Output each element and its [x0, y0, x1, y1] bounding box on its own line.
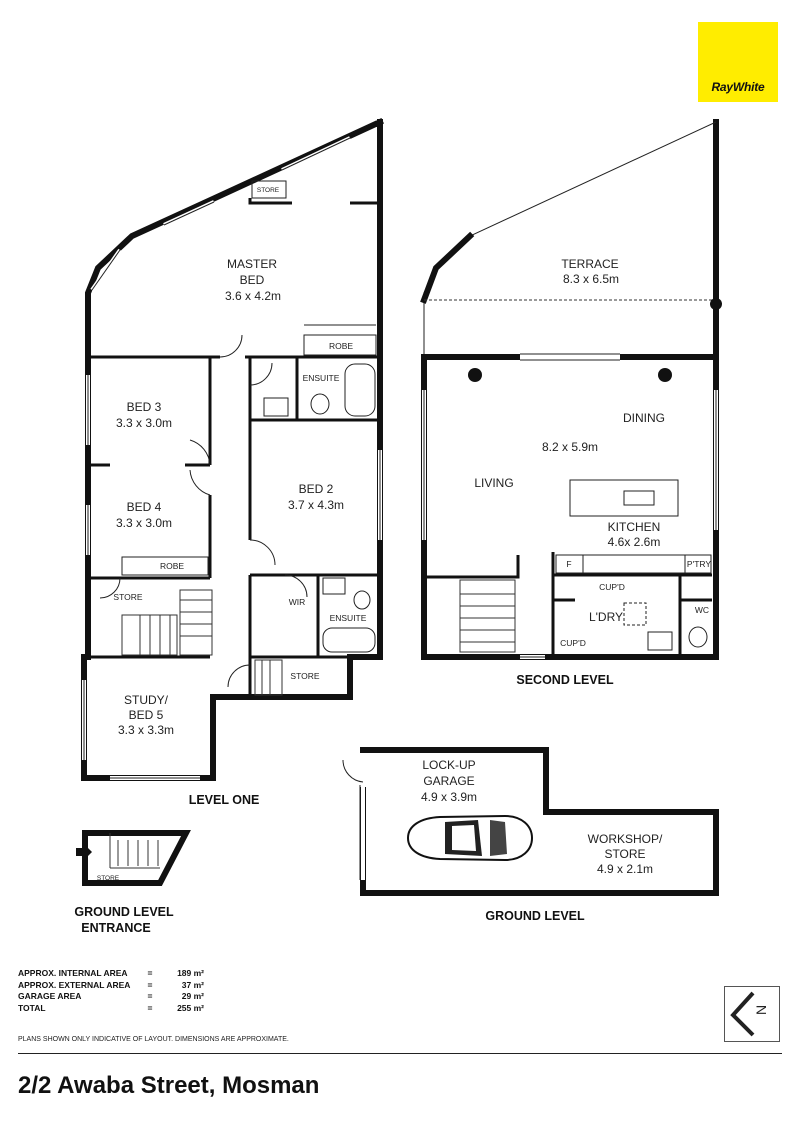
area-row: APPROX. EXTERNAL AREA = 37 m²: [18, 980, 204, 992]
area-eq: =: [147, 968, 153, 978]
ensuite-top-label: ENSUITE: [303, 373, 340, 383]
study-label: STUDY/: [124, 693, 169, 707]
wc-label: WC: [695, 605, 709, 615]
garage-label: LOCK-UP: [422, 758, 475, 772]
area-label: APPROX. INTERNAL AREA: [18, 968, 128, 978]
bed3-label: BED 3: [127, 400, 162, 414]
workshop-label: WORKSHOP/: [588, 832, 663, 846]
area-label: TOTAL: [18, 1002, 46, 1013]
garage-dim: 4.9 x 3.9m: [421, 790, 477, 804]
divider: [18, 1053, 782, 1054]
area-eq: =: [147, 1002, 153, 1013]
area-eq: =: [147, 991, 153, 1001]
area-row: APPROX. INTERNAL AREA = 189 m²: [18, 968, 204, 980]
ground-level-plan: [342, 747, 719, 896]
study-dim: 3.3 x 3.3m: [118, 723, 174, 737]
study-label-2: BED 5: [129, 708, 164, 722]
level-one-plan: [81, 118, 384, 781]
ground-level-title: GROUND LEVEL: [485, 909, 585, 923]
area-row: GARAGE AREA = 29 m²: [18, 991, 204, 1003]
workshop-dim: 4.9 x 2.1m: [597, 862, 653, 876]
area-value: 189 m²: [177, 968, 204, 978]
floor-plan: MASTER BED 3.6 x 4.2m STORE ROBE ENSUITE…: [74, 118, 722, 935]
disclaimer: PLANS SHOWN ONLY INDICATIVE OF LAYOUT. D…: [18, 1036, 289, 1043]
dining-label: DINING: [623, 411, 665, 425]
area-summary: APPROX. INTERNAL AREA = 189 m² APPROX. E…: [18, 968, 204, 1014]
cupd2-label: CUP'D: [560, 638, 586, 648]
second-level-title: SECOND LEVEL: [516, 673, 614, 687]
master-bed-dim: 3.6 x 4.2m: [225, 289, 281, 303]
store-entry-label: STORE: [97, 875, 120, 882]
ground-entrance-title-2: ENTRANCE: [81, 921, 150, 935]
store-top-label: STORE: [257, 187, 280, 194]
area-row: TOTAL = 255 m²: [18, 1003, 204, 1015]
car-icon: [406, 814, 534, 862]
ensuite-l1-label: ENSUITE: [330, 613, 367, 623]
robe-top-label: ROBE: [329, 341, 353, 351]
cupd1-label: CUP'D: [599, 582, 625, 592]
terrace-dim: 8.3 x 6.5m: [563, 272, 619, 286]
compass: N: [724, 986, 780, 1042]
level-one-title: LEVEL ONE: [189, 793, 260, 807]
kitchen-label: KITCHEN: [608, 520, 661, 534]
entrance-arrow-icon: [76, 844, 92, 860]
living-label: LIVING: [474, 476, 513, 490]
fridge-label: F: [566, 559, 571, 569]
garage-label-2: GARAGE: [423, 774, 474, 788]
kitchen-dim: 4.6x 2.6m: [608, 535, 661, 549]
bed3-dim: 3.3 x 3.0m: [116, 416, 172, 430]
property-address: 2/2 Awaba Street, Mosman: [18, 1072, 320, 1099]
bed4-dim: 3.3 x 3.0m: [116, 516, 172, 530]
area-label: APPROX. EXTERNAL AREA: [18, 979, 131, 990]
raywhite-logo: RayWhite: [698, 22, 778, 102]
area-value: 29 m²: [181, 991, 204, 1001]
bed4-label: BED 4: [127, 500, 162, 514]
workshop-label-2: STORE: [604, 847, 645, 861]
pantry-label: P'TRY: [687, 559, 711, 569]
ground-entrance-title-1: GROUND LEVEL: [74, 905, 174, 919]
store-l1b-label: STORE: [290, 671, 319, 681]
terrace-label: TERRACE: [561, 257, 618, 271]
ground-entrance-plan: [76, 830, 191, 886]
area-eq: =: [147, 979, 153, 990]
area-value: 255 m²: [177, 1002, 204, 1013]
area-value: 37 m²: [181, 979, 204, 990]
master-bed-label: MASTER: [227, 257, 277, 271]
wir-label: WIR: [289, 597, 306, 607]
second-level-plan: [420, 119, 722, 660]
bed2-label: BED 2: [299, 482, 334, 496]
compass-letter: N: [753, 1005, 769, 1015]
compass-icon: N: [730, 991, 769, 1037]
laundry-label: L'DRY: [589, 610, 623, 624]
bed2-dim: 3.7 x 4.3m: [288, 498, 344, 512]
area-label: GARAGE AREA: [18, 991, 82, 1001]
living-dim: 8.2 x 5.9m: [542, 440, 598, 454]
store-l1-label: STORE: [113, 592, 142, 602]
logo-text: RayWhite: [711, 80, 765, 94]
master-bed-label-2: BED: [240, 273, 265, 287]
robe-bed4-label: ROBE: [160, 561, 184, 571]
